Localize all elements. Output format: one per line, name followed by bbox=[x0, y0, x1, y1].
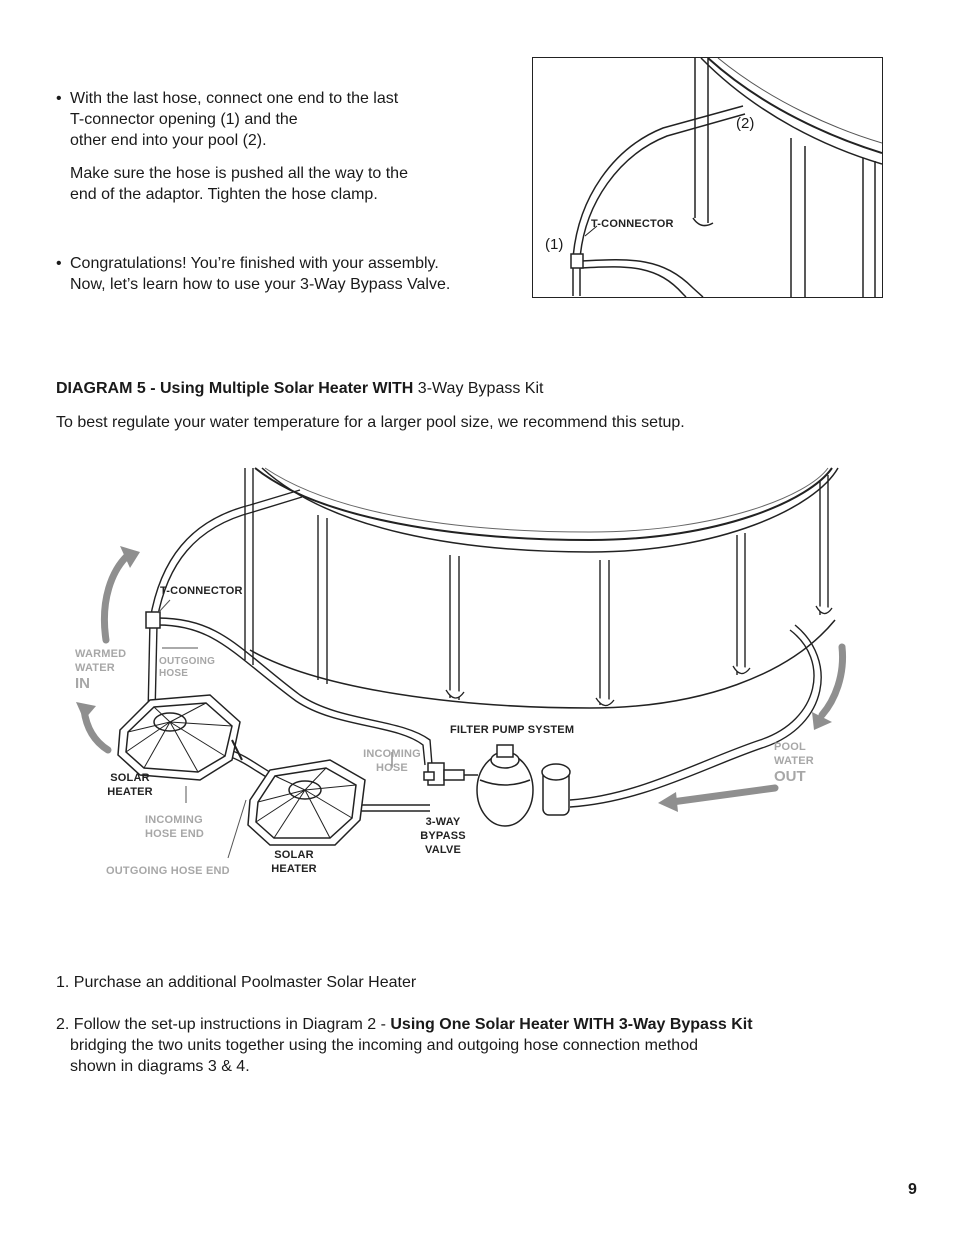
label-solar-heater-right: SOLAR HEATER bbox=[262, 848, 326, 876]
label-line: HEATER bbox=[271, 863, 317, 875]
bullet-line: • Congratulations! You’re finished with y… bbox=[56, 253, 526, 274]
step-2-bold-tail: 3-Way Bypass Kit bbox=[614, 1016, 753, 1033]
hose-connection-figure: (2) T-CONNECTOR (1) bbox=[532, 57, 883, 298]
label-pool-end: (2) bbox=[736, 115, 755, 132]
bullet-text: With the last hose, connect one end to t… bbox=[70, 90, 399, 107]
label-connector-opening: (1) bbox=[545, 236, 564, 253]
label-outgoing-hose-end: OUTGOING HOSE END bbox=[106, 865, 230, 877]
label-t-connector: T-CONNECTOR bbox=[591, 218, 674, 230]
flow-arrows bbox=[76, 546, 847, 859]
label-line: HOSE END bbox=[145, 828, 205, 840]
heading-prefix: DIAGRAM 5 - Using Multiple Solar Heater bbox=[56, 380, 373, 397]
label-filter-pump: FILTER PUMP SYSTEM bbox=[450, 724, 575, 736]
label-t-connector: T-CONNECTOR bbox=[160, 585, 243, 597]
heading-emphasis: WITH bbox=[372, 380, 414, 397]
step-2: 2. Follow the set-up instructions in Dia… bbox=[56, 1014, 916, 1077]
arrow-up-icon bbox=[100, 551, 132, 644]
arrow-left-icon bbox=[668, 784, 779, 806]
heading-suffix: 3-Way Bypass Kit bbox=[413, 380, 544, 397]
bullet-dot: • bbox=[56, 255, 62, 272]
label-line: POOL bbox=[774, 741, 806, 753]
arrow-up-icon bbox=[80, 706, 112, 754]
label-line: SOLAR bbox=[274, 849, 314, 861]
label-solar-heater-left: SOLAR HEATER bbox=[98, 771, 162, 799]
label-line: VALVE bbox=[424, 844, 462, 856]
label-line: HEATER bbox=[107, 786, 153, 798]
bullet-text: other end into your pool (2). bbox=[70, 132, 267, 149]
label-warmed-water: WARMED WATER IN bbox=[75, 647, 126, 692]
label-incoming-hose-end: INCOMING HOSE END bbox=[145, 813, 204, 841]
bullet-text: Congratulations! You’re finished with yo… bbox=[70, 255, 439, 272]
label-emphasis: OUT bbox=[774, 768, 806, 785]
label-pool-water-out: POOL WATER OUT bbox=[774, 740, 814, 785]
label-line: HOSE bbox=[159, 668, 189, 679]
figure-illustration bbox=[570, 58, 882, 297]
step-2-line: 2. Follow the set-up instructions in Dia… bbox=[56, 1014, 916, 1035]
bullet-dot: • bbox=[56, 90, 62, 107]
label-line: INCOMING bbox=[363, 748, 421, 760]
label-incoming-hose: INCOMING HOSE bbox=[358, 747, 426, 775]
step-2-line: bridging the two units together using th… bbox=[70, 1037, 698, 1054]
step-2-bold: Using One Solar Heater WITH bbox=[390, 1016, 615, 1033]
note-hose-clamp: Make sure the hose is pushed all the way… bbox=[56, 163, 526, 205]
label-line: WARMED bbox=[75, 648, 127, 660]
step-2-prefix: 2. Follow the set-up instructions in Dia… bbox=[56, 1016, 391, 1033]
diagram-heading: DIAGRAM 5 - Using Multiple Solar Heater … bbox=[56, 378, 543, 399]
label-line: WATER bbox=[774, 755, 814, 767]
page-number: 9 bbox=[908, 1181, 917, 1198]
note-text: Make sure the hose is pushed all the way… bbox=[70, 165, 408, 182]
diagram-intro: To best regulate your water temperature … bbox=[56, 414, 685, 431]
bullet-connect-hose: • With the last hose, connect one end to … bbox=[56, 88, 526, 151]
bullet-text: T-connector opening (1) and the bbox=[70, 111, 298, 128]
arrow-down-icon bbox=[818, 643, 847, 719]
note-text: end of the adaptor. Tighten the hose cla… bbox=[70, 186, 378, 203]
label-emphasis: IN bbox=[75, 675, 90, 692]
label-line: SOLAR bbox=[110, 772, 150, 784]
multi-heater-diagram bbox=[117, 467, 839, 846]
label-line: HOSE bbox=[376, 762, 408, 774]
label-line: 3-WAY bbox=[425, 816, 461, 828]
label-line: INCOMING bbox=[145, 814, 203, 826]
label-line: BYPASS bbox=[420, 830, 466, 842]
bullet-line: • With the last hose, connect one end to … bbox=[56, 88, 526, 109]
label-bypass-valve: 3-WAY BYPASS VALVE bbox=[413, 815, 473, 857]
label-line: WATER bbox=[75, 662, 115, 674]
step-2-line: shown in diagrams 3 & 4. bbox=[70, 1058, 250, 1075]
label-line: OUTGOING bbox=[159, 656, 216, 667]
step-1: 1. Purchase an additional Poolmaster Sol… bbox=[56, 974, 417, 991]
bullet-congratulations: • Congratulations! You’re finished with y… bbox=[56, 253, 526, 295]
bullet-text: Now, let’s learn how to use your 3-Way B… bbox=[70, 276, 451, 293]
label-outgoing-hose: OUTGOING HOSE bbox=[159, 656, 215, 680]
